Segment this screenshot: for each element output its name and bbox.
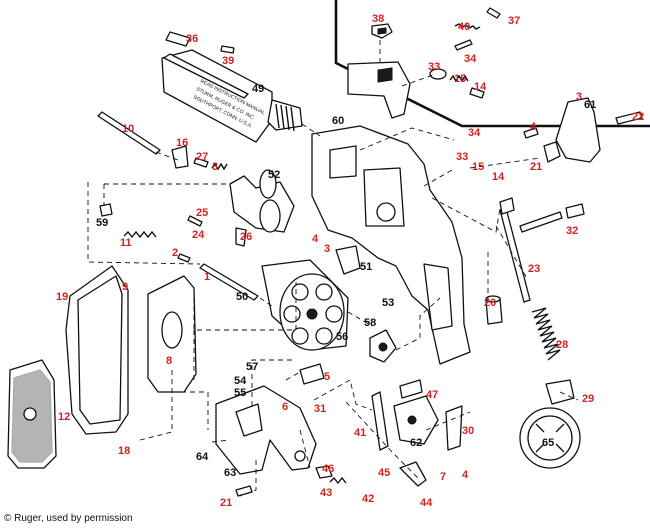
callout-labels: 38 40 37 34 33 15 14 36 39 49 3 61 22 10… [56,13,644,509]
callout-53: 53 [382,297,394,309]
callout-38: 38 [372,13,384,25]
assembly-leader-lines [87,123,579,497]
callout-30: 30 [462,425,474,437]
center-pin-group [123,230,259,301]
callout-26: 26 [240,231,252,243]
callout-11: 11 [120,237,132,249]
callout-40: 40 [458,21,470,33]
hammer-group [523,97,643,163]
callout-3c: 3 [324,243,330,255]
callout-8: 8 [166,355,172,367]
callout-33a: 33 [428,61,440,73]
callout-3a: 3 [576,91,582,103]
callout-4c: 4 [462,469,469,481]
callout-16: 16 [176,137,188,149]
callout-4b: 4 [312,233,319,245]
grip-right [147,275,197,393]
callout-28: 28 [556,339,568,351]
revolver-frame [311,125,471,365]
callout-9: 9 [122,281,128,293]
callout-59: 59 [96,217,108,229]
callout-56: 56 [336,331,348,343]
callout-3b: 3 [212,161,218,173]
ejector-rod [97,111,161,155]
grip-panel [7,359,57,469]
callout-51: 51 [360,261,372,273]
callout-27: 27 [196,151,208,163]
barrel-assembly: READ INSTRUCTION MANUAL STURM, RUGER & C… [161,31,303,143]
callout-41: 41 [354,427,366,439]
callout-49: 49 [252,83,264,95]
callout-61: 61 [584,99,596,111]
callout-54: 54 [234,375,247,387]
callout-22: 22 [632,111,644,123]
callout-46: 46 [322,463,334,475]
callout-47: 47 [426,389,438,401]
callout-20: 20 [484,297,496,309]
callout-15b: 15 [472,161,484,173]
callout-1: 1 [204,271,210,283]
callout-32: 32 [566,225,578,237]
callout-15a: 15 [454,73,466,85]
trigger-guard [215,385,317,475]
callout-65: 65 [542,437,554,449]
callout-12: 12 [58,411,70,423]
callout-23: 23 [528,263,540,275]
inset-parts [347,7,501,119]
callout-24: 24 [192,229,205,241]
callout-34b: 34 [468,127,481,139]
callout-6: 6 [282,401,288,413]
callout-31: 31 [314,403,326,415]
callout-36: 36 [186,33,198,45]
callout-60: 60 [332,115,344,127]
callout-45: 45 [378,467,390,479]
callout-50: 50 [236,291,248,303]
callout-33b: 33 [456,151,468,163]
callout-44: 44 [420,497,433,509]
callout-5: 5 [324,371,330,383]
callout-10: 10 [122,123,134,135]
callout-62: 62 [410,437,422,449]
callout-34a: 34 [464,53,477,65]
callout-4a: 4 [530,121,537,133]
grip-left [65,265,129,435]
callout-21b: 21 [220,497,232,509]
callout-42: 42 [362,493,374,505]
callout-18: 18 [118,445,130,457]
callout-19: 19 [56,291,68,303]
copyright-credit: © Ruger, used by permission [4,513,133,524]
callout-43: 43 [320,487,332,499]
crane-assembly [99,145,295,247]
callout-55: 55 [234,387,246,399]
callout-7: 7 [440,471,446,483]
callout-14b: 14 [492,171,505,183]
mainspring-group [485,197,585,469]
callout-39: 39 [222,55,234,67]
callout-29: 29 [582,393,594,405]
callout-2: 2 [172,247,178,259]
cylinder [261,259,397,363]
callout-52: 52 [268,169,280,181]
callout-63: 63 [224,467,236,479]
callout-14a: 14 [474,81,487,93]
callout-21a: 21 [530,161,542,173]
callout-57: 57 [246,361,258,373]
trigger-group [235,363,463,497]
callout-58: 58 [364,317,376,329]
callout-37: 37 [508,15,520,27]
callout-25: 25 [196,207,208,219]
callout-64: 64 [196,451,209,463]
